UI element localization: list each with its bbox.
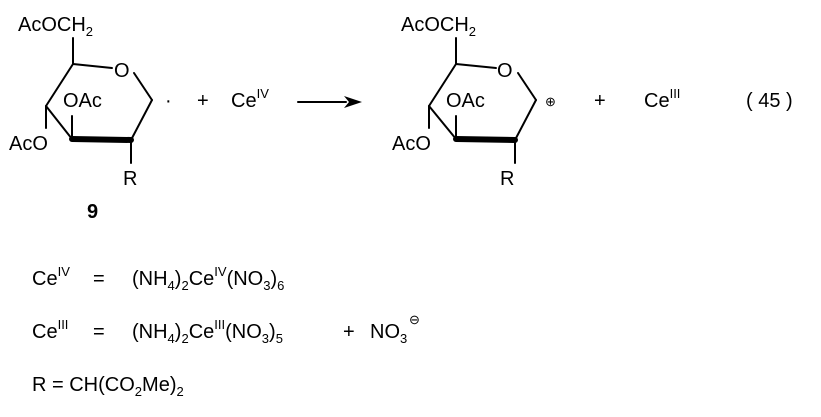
product-oac-label: OAc [446, 90, 485, 112]
svg-text:+: + [343, 321, 355, 343]
svg-text:(NH4)2CeIV(NO3)6: (NH4)2CeIV(NO3)6 [132, 264, 284, 293]
bond-c4-c3 [45, 105, 73, 140]
reactant-oac-label: OAc [63, 90, 102, 112]
svg-text:R = CH(CO2Me)2: R = CH(CO2Me)2 [32, 374, 184, 399]
radical-dot: · [165, 90, 172, 112]
bond-c5-o [72, 63, 113, 69]
product-ring-oxygen: O [497, 60, 513, 82]
cation-symbol: ⊕ [545, 94, 556, 109]
reactant-structure: AcOCH2 O OAc AcO R · 9 [9, 14, 172, 223]
svg-text:=: = [93, 321, 105, 343]
product-r-label: R [500, 168, 514, 190]
svg-text:CeIV: CeIV [32, 264, 70, 290]
reaction-arrow [297, 96, 362, 108]
compound-number: 9 [87, 201, 98, 223]
bond-c5-o [455, 63, 497, 69]
reactant-aco-label: AcO [9, 133, 48, 155]
product-top-group: AcOCH2 [401, 14, 476, 39]
bond-c1-c2 [514, 99, 537, 141]
reactant-top-group: AcOCH2 [18, 14, 93, 39]
svg-text:(NH4)2CeIII(NO3)5: (NH4)2CeIII(NO3)5 [132, 317, 283, 346]
bond-c5-c4 [428, 63, 457, 107]
equation-number: ( 45 ) [746, 90, 793, 112]
nitrate-ion: NO3 [370, 321, 407, 346]
bond-c3-c2-bold [69, 136, 134, 143]
plus-sign: + [197, 90, 209, 112]
svg-text:CeIII: CeIII [32, 317, 68, 343]
product-aco-label: AcO [392, 133, 431, 155]
oxidant-ce-iv: CeIV [231, 86, 269, 112]
svg-text:=: = [93, 268, 105, 290]
bond-o-c1 [133, 72, 153, 101]
definition-ce-iii: CeIII = (NH4)2CeIII(NO3)5 + NO3 ⊖ [32, 312, 420, 346]
plus-sign-2: + [594, 90, 606, 112]
reactant-ring-oxygen: O [114, 60, 130, 82]
reactant-r-label: R [123, 168, 137, 190]
bond-o-c1 [517, 72, 537, 101]
nitrate-charge: ⊖ [409, 312, 420, 327]
reduced-ce-iii: CeIII [644, 86, 680, 112]
bond-c4-c3 [428, 105, 457, 140]
definition-ce-iv: CeIV = (NH4)2CeIV(NO3)6 [32, 264, 284, 293]
bond-c1-c2 [130, 99, 153, 141]
definition-r-group: R = CH(CO2Me)2 [32, 374, 184, 399]
bond-c5-c4 [45, 63, 74, 107]
product-structure: AcOCH2 O OAc AcO R ⊕ [392, 14, 556, 190]
bond-c3-c2-bold [453, 136, 518, 143]
